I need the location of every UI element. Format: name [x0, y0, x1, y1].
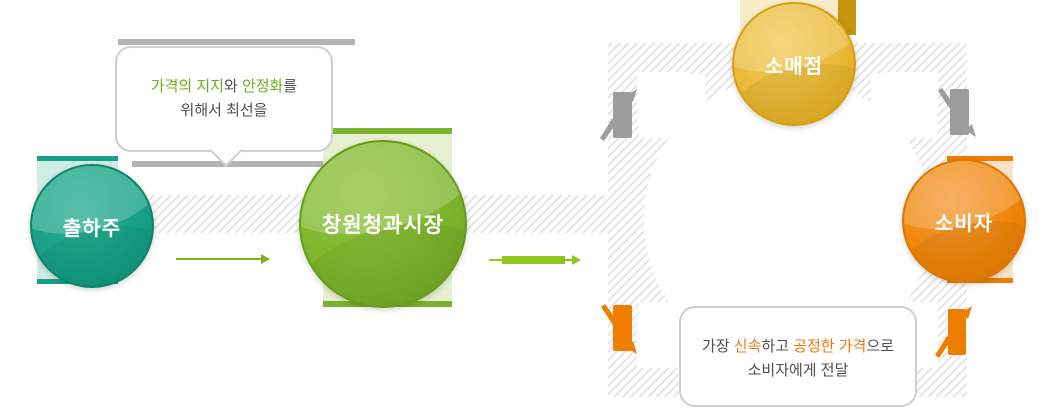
price-bubble-bar-bottom	[132, 161, 337, 167]
consumer-panel-bar-top	[947, 156, 1013, 161]
market-panel-bar-top	[323, 128, 452, 134]
consumer-circle: 소비자	[902, 159, 1026, 283]
shipper-label: 출하주	[62, 217, 122, 240]
rotation-arrow-top-left-icon	[600, 89, 637, 141]
retail-label: 소매점	[764, 55, 824, 78]
arrow-shipper-to-market-icon	[176, 254, 270, 264]
market-circle: 창원청과시장	[299, 140, 467, 308]
price-bubble-line-2: 위해서 최선을	[180, 102, 268, 119]
shipper-circle: 출하주	[30, 164, 154, 288]
arrow-market-to-cycle-icon	[489, 255, 581, 265]
delivery-bubble: 가장 신속하고 공정한 가격으로 소비자에게 전달	[679, 306, 917, 407]
rotation-arrow-bottom-right-icon	[935, 306, 972, 358]
price-bubble-line-1: 가격의 지지와 안정화를	[150, 78, 298, 95]
shipper-panel-bar-top	[37, 156, 118, 161]
consumer-label: 소비자	[934, 212, 994, 235]
delivery-bubble-line-2: 소비자에게 전달	[747, 362, 849, 379]
rotation-arrow-top-right-icon	[938, 88, 976, 137]
retail-circle: 소매점	[732, 2, 856, 126]
rotation-arrow-bottom-left-icon	[601, 304, 637, 354]
delivery-bubble-line-1: 가장 신속하고 공정한 가격으로	[702, 338, 894, 355]
market-label: 창원청과시장	[322, 214, 444, 237]
price-bubble-bar-top	[118, 39, 355, 45]
